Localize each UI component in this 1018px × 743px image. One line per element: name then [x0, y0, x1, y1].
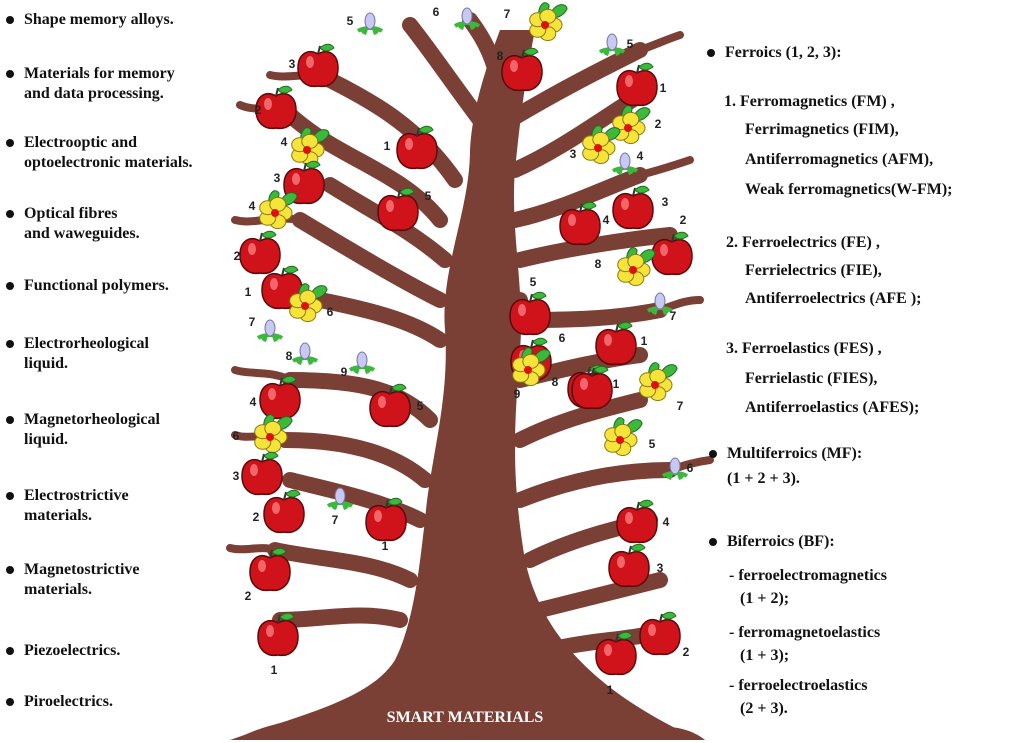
biferroic-item: - ferroelectromagnetics	[729, 566, 887, 586]
flower-icon	[618, 248, 655, 286]
tree-item-label: 3	[233, 469, 240, 483]
group2-line: 2. Ferroelectrics (FE) ,	[726, 233, 880, 253]
apple-icon	[256, 86, 296, 128]
group3-line: Ferrielastic (FIES),	[745, 369, 877, 389]
tree-item-label: 8	[552, 375, 559, 389]
ferroics-header: Ferroics (1, 2, 3):	[725, 43, 842, 63]
tree-item-label: 8	[595, 257, 602, 271]
biferroics-row: Biferroics (BF):	[709, 532, 835, 552]
multiferroics-formula: (1 + 2 + 3).	[727, 469, 800, 489]
tree-item-label: 5	[649, 437, 656, 451]
bud-icon	[293, 343, 317, 365]
flower-icon	[605, 418, 642, 456]
tree-item-label: 1	[660, 81, 667, 95]
tree-item-label: 4	[663, 515, 670, 529]
tree-item-label: 2	[680, 213, 687, 227]
group2-line: Antiferroelectrics (AFE );	[745, 289, 922, 309]
tree-item-label: 8	[286, 349, 293, 363]
tree-item-label: 5	[417, 399, 424, 413]
tree-item-label: 2	[655, 117, 662, 131]
tree-item-label: 3	[657, 561, 664, 575]
tree-item-label: 1	[607, 683, 614, 697]
tree-item-label: 3	[289, 57, 296, 71]
tree-item-label: 5	[530, 275, 537, 289]
multiferroics-row: Multiferroics (MF):	[709, 444, 862, 464]
tree-item-label: 4	[603, 213, 610, 227]
tree-item-label: 3	[662, 195, 669, 209]
apple-icon	[264, 490, 304, 532]
bud-icon	[350, 352, 374, 374]
tree-item-label: 1	[384, 139, 391, 153]
ferroics-header-row: Ferroics (1, 2, 3):	[707, 43, 842, 63]
group1-line: Ferrimagnetics (FIM),	[745, 120, 899, 140]
group1-line: 1. Ferromagnetics (FM) ,	[724, 92, 895, 112]
tree-item-label: 2	[255, 103, 262, 117]
bullet-icon	[707, 49, 715, 57]
flower-icon	[292, 128, 329, 166]
bullet-icon	[709, 450, 717, 458]
tree-item-label: 7	[504, 7, 511, 21]
bud-icon	[600, 34, 624, 56]
tree-item-label: 3	[274, 171, 281, 185]
apple-icon	[617, 63, 657, 105]
group3-line: 3. Ferroelastics (FES) ,	[726, 339, 882, 359]
flower-icon	[530, 3, 567, 41]
tree-item-label: 4	[281, 135, 288, 149]
tree-item-label: 7	[332, 513, 339, 527]
biferroic-formula: (1 + 2);	[740, 589, 789, 609]
tree-item-label: 5	[347, 14, 354, 28]
tree-item-label: 5	[425, 189, 432, 203]
tree-item-label: 2	[245, 589, 252, 603]
tree-item-label: 1	[245, 285, 252, 299]
tree-item-label: 4	[637, 149, 644, 163]
multiferroics-label: Multiferroics (MF):	[727, 444, 862, 464]
tree-item-label: 8	[497, 49, 504, 63]
apple-icon	[617, 500, 657, 542]
tree-item-label: 6	[687, 461, 694, 475]
tree-item-label: 3	[570, 147, 577, 161]
tree-item-label: 9	[341, 365, 348, 379]
apple-icon	[596, 322, 636, 364]
apple-icon	[613, 186, 653, 228]
tree-item-label: 5	[627, 37, 634, 51]
bud-icon	[613, 153, 637, 175]
tree-item-label: 1	[382, 539, 389, 553]
biferroic-formula: (1 + 3);	[740, 646, 789, 666]
bud-icon	[258, 320, 282, 342]
tree-item-label: 6	[233, 429, 240, 443]
tree-item-label: 1	[271, 663, 278, 677]
group1-line: Antiferromagnetics (AFM),	[745, 150, 933, 170]
group2-line: Ferrielectrics (FIE),	[745, 261, 882, 281]
tree-item-label: 1	[641, 334, 648, 348]
apple-icon	[242, 452, 282, 494]
tree-item-label: 2	[234, 249, 241, 263]
apple-icon	[640, 612, 680, 654]
bullet-icon	[709, 538, 717, 546]
tree-item-label: 2	[683, 645, 690, 659]
tree-item-label: 7	[249, 315, 256, 329]
tree-item-label: 4	[249, 199, 256, 213]
tree-item-label: 6	[433, 5, 440, 19]
tree-item-label: 6	[327, 305, 334, 319]
biferroic-formula: (2 + 3).	[740, 699, 788, 719]
tree-item-label: 4	[250, 395, 257, 409]
biferroics-header: Biferroics (BF):	[727, 532, 835, 552]
apple-icon	[298, 44, 338, 86]
biferroic-item: - ferromagnetoelastics	[729, 623, 880, 643]
flower-icon	[640, 363, 677, 401]
biferroic-item: - ferroelectroelastics	[729, 676, 867, 696]
tree-title: SMART MATERIALS	[387, 709, 544, 726]
tree-item-label: 6	[559, 331, 566, 345]
group1-line: Weak ferromagnetics(W-FM);	[745, 180, 952, 200]
apple-icon	[609, 544, 649, 586]
apple-icon	[240, 231, 280, 273]
group3-line: Antiferroelastics (AFES);	[745, 398, 919, 418]
tree-item-label: 2	[253, 510, 260, 524]
tree-item-label: 7	[677, 399, 684, 413]
tree-item-label: 9	[514, 387, 521, 401]
bud-icon	[358, 13, 382, 35]
tree-item-label: 7	[670, 309, 677, 323]
tree-item-label: 1	[613, 377, 620, 391]
